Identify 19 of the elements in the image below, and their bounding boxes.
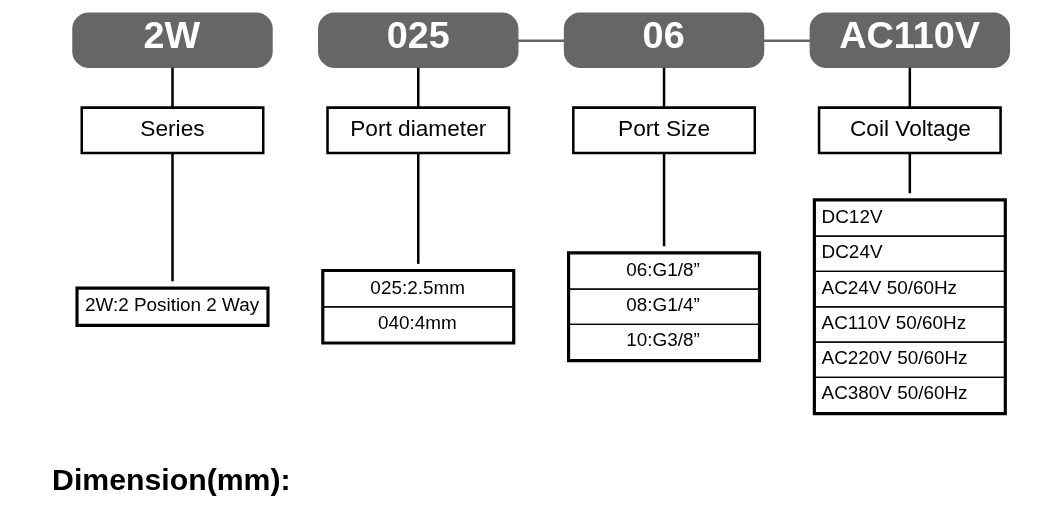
node-box: Port diameter xyxy=(325,106,510,155)
node-box: 2W xyxy=(71,12,273,68)
connector xyxy=(662,67,665,108)
node-box: Port Size xyxy=(571,106,756,155)
node-box: 025 xyxy=(317,12,518,68)
connector xyxy=(170,67,174,108)
connector xyxy=(416,153,420,264)
connector xyxy=(662,153,665,247)
node-box: Coil Voltage xyxy=(817,106,1002,155)
connector xyxy=(908,153,911,194)
node-box: AC110V xyxy=(809,12,1010,68)
node-box: Series xyxy=(79,106,264,155)
connector xyxy=(416,67,420,108)
label: Dimension(mm): xyxy=(51,462,291,496)
node-box: 06 xyxy=(563,12,764,68)
connector xyxy=(517,39,564,43)
connector xyxy=(763,39,810,43)
connector xyxy=(170,153,174,282)
connector xyxy=(908,67,911,108)
